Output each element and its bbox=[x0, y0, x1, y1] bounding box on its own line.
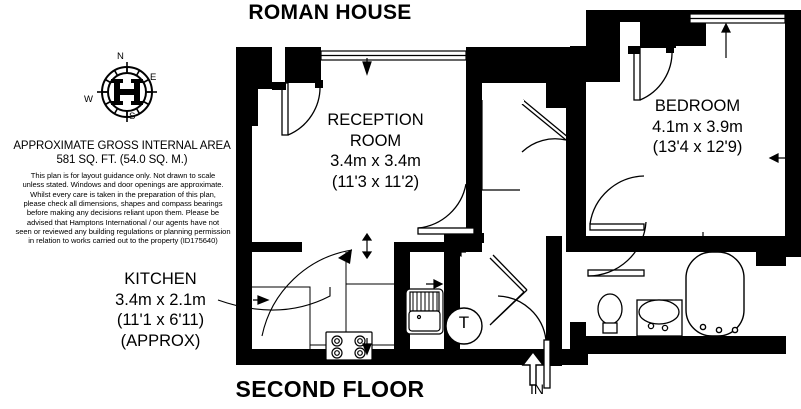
area-value: 581 SQ. FT. (54.0 SQ. M.) bbox=[56, 154, 188, 166]
fixtures bbox=[252, 252, 394, 349]
doors bbox=[261, 45, 674, 389]
room-label-reception-room: RECEPTION ROOM 3.4m x 3.4m (11'3 x 11'2) bbox=[288, 110, 463, 192]
compass-east-label: E bbox=[150, 72, 157, 83]
reception-room-name-2: ROOM bbox=[349, 131, 402, 150]
reception-room-imperial: (11'3 x 11'2) bbox=[331, 172, 420, 191]
sink-icon bbox=[405, 288, 444, 335]
floor-label: SECOND FLOOR bbox=[235, 376, 425, 402]
disclaimer-line-6: advised that Hamptons International / ou… bbox=[26, 217, 220, 227]
gross-internal-area: APPROXIMATE GROSS INTERNAL AREA 581 SQ. … bbox=[2, 139, 242, 167]
dimension-arrows bbox=[253, 22, 785, 356]
basin-icon bbox=[636, 299, 683, 337]
tank-symbol bbox=[445, 307, 483, 345]
disclaimer-line-1: This plan is for layout guidance only. N… bbox=[30, 171, 216, 180]
kitchen-leader-line bbox=[217, 287, 331, 311]
room-label-kitchen: KITCHEN 3.4m x 2.1m (11'1 x 6'11) (APPRO… bbox=[78, 269, 243, 351]
kitchen-note: (APPROX) bbox=[120, 331, 201, 350]
entrance-arrow-icon bbox=[521, 350, 545, 386]
compass-rose: N E S W bbox=[84, 51, 166, 130]
disclaimer-line-7: seen or reviewed any building regulation… bbox=[15, 227, 231, 237]
kitchen-imperial: (11'1 x 6'11) bbox=[116, 311, 205, 329]
walls bbox=[236, 10, 801, 366]
windows bbox=[320, 13, 786, 61]
area-heading: APPROXIMATE GROSS INTERNAL AREA bbox=[13, 140, 231, 152]
bedroom-name: BEDROOM bbox=[654, 97, 741, 115]
room-label-bedroom: BEDROOM 4.1m x 3.9m (13'4 x 12'9) bbox=[600, 96, 795, 158]
kitchen-metric: 3.4m x 2.1m bbox=[115, 290, 206, 309]
compass-north-label: N bbox=[117, 51, 124, 62]
kitchen-name: KITCHEN bbox=[124, 270, 197, 288]
compass-west-label: W bbox=[84, 94, 93, 105]
reception-room-metric: 3.4m x 3.4m bbox=[330, 152, 421, 170]
reception-room-name-1: RECEPTION bbox=[327, 111, 424, 129]
compass-south-label: S bbox=[129, 111, 136, 122]
disclaimer-line-5: before making any decisions reliant upon… bbox=[26, 208, 220, 218]
bedroom-metric: 4.1m x 3.9m bbox=[652, 117, 743, 136]
toilet-icon bbox=[597, 293, 623, 334]
hob-icon bbox=[325, 331, 373, 361]
bedroom-imperial: (13'4 x 12'9) bbox=[652, 138, 743, 156]
entrance-label: IN bbox=[530, 381, 544, 397]
page-title: ROMAN HOUSE bbox=[248, 1, 412, 24]
bath-icon bbox=[685, 251, 745, 337]
disclaimer-line-8: in relation to works carried out to the … bbox=[28, 236, 218, 246]
tank-symbol-label: T bbox=[458, 313, 470, 332]
disclaimer-line-2: unless stated. Windows and door openings… bbox=[22, 180, 224, 190]
disclaimer-line-4: please check all dimensions, shapes and … bbox=[23, 199, 223, 209]
disclaimer-text: This plan is for layout guidance only. N… bbox=[8, 171, 238, 246]
disclaimer-line-3: Whilst every care is taken in the prepar… bbox=[30, 189, 216, 199]
compass-icon bbox=[97, 62, 157, 122]
